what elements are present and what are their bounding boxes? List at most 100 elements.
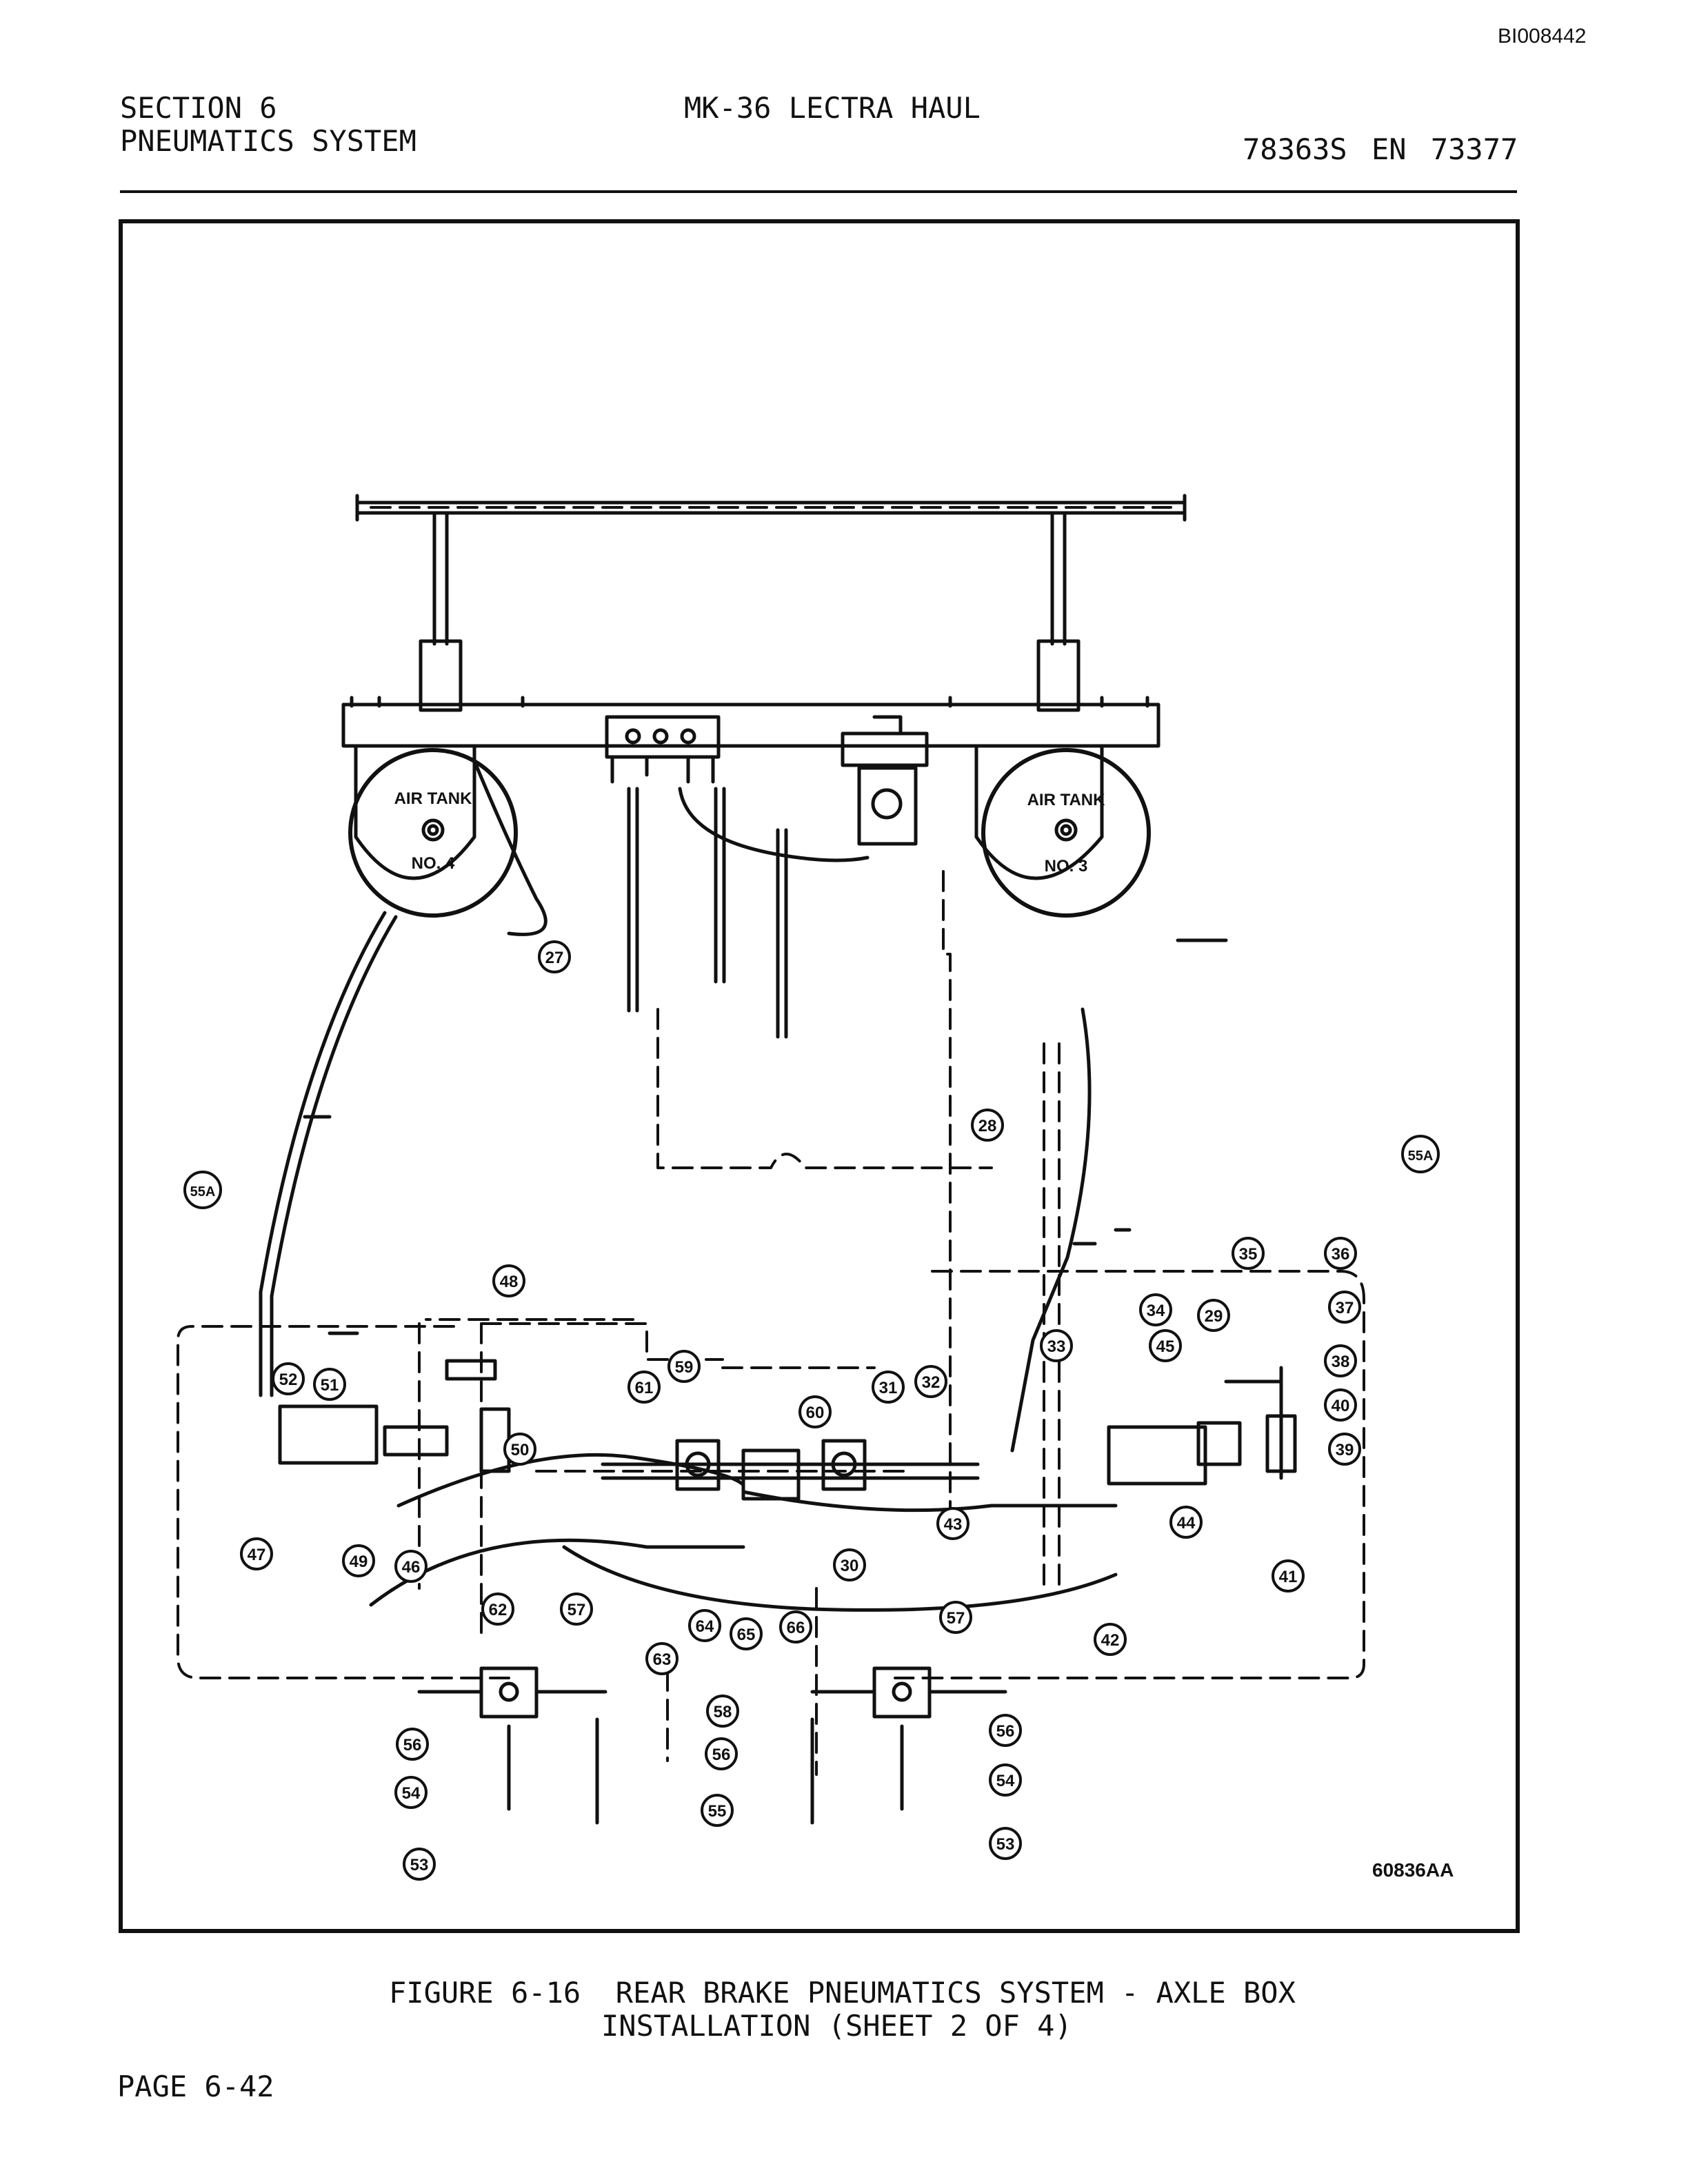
svg-text:56: 56 <box>996 1722 1015 1741</box>
tank4-left-hose <box>259 911 398 1397</box>
callout-62: 62 <box>481 1593 514 1626</box>
callout-64: 64 <box>688 1609 721 1642</box>
svg-text:42: 42 <box>1101 1631 1120 1650</box>
callout-39: 39 <box>1328 1433 1361 1466</box>
callout-59: 59 <box>667 1350 701 1383</box>
callout-29: 29 <box>1197 1299 1230 1332</box>
svg-text:59: 59 <box>675 1358 694 1377</box>
callout-56: 56 <box>989 1714 1022 1747</box>
svg-text:44: 44 <box>1177 1514 1196 1533</box>
hose-27 <box>627 787 639 1013</box>
tank4-hose <box>472 759 547 936</box>
svg-text:57: 57 <box>947 1609 965 1628</box>
svg-text:28: 28 <box>978 1117 997 1135</box>
callout-63: 63 <box>645 1642 679 1675</box>
figure-caption-line2: INSTALLATION (SHEET 2 OF 4) <box>601 2009 1072 2043</box>
callout-42: 42 <box>1094 1623 1127 1656</box>
svg-text:57: 57 <box>567 1601 586 1619</box>
hose-62 <box>369 1538 745 1607</box>
callout-55: 55 <box>701 1794 734 1827</box>
callout-34: 34 <box>1139 1293 1172 1326</box>
document-id: BI008442 <box>1498 25 1587 48</box>
svg-text:47: 47 <box>248 1546 266 1564</box>
drawing-number: 60836AA <box>1372 1859 1454 1881</box>
svg-text:66: 66 <box>787 1619 805 1637</box>
svg-text:53: 53 <box>410 1856 429 1874</box>
svg-text:46: 46 <box>402 1558 421 1577</box>
right-post-sleeve <box>1036 639 1081 712</box>
callout-36: 36 <box>1324 1237 1357 1270</box>
svg-text:48: 48 <box>500 1273 519 1291</box>
callout-46: 46 <box>394 1550 428 1583</box>
crossmember <box>341 702 1160 748</box>
model-title: MK-36 LECTRA HAUL <box>684 91 981 125</box>
left-tank-strap <box>354 744 476 880</box>
hose-30 <box>562 1545 1118 1612</box>
svg-text:38: 38 <box>1332 1353 1350 1371</box>
svg-text:50: 50 <box>511 1441 530 1459</box>
callout-37: 37 <box>1328 1291 1361 1324</box>
svg-text:27: 27 <box>545 949 564 967</box>
callout-31: 31 <box>872 1371 905 1404</box>
callout-49: 49 <box>342 1544 375 1577</box>
callout-53: 53 <box>989 1827 1022 1860</box>
valve-right <box>1107 1425 1207 1486</box>
svg-text:55A: 55A <box>1408 1149 1434 1164</box>
svg-text:62: 62 <box>489 1601 508 1619</box>
svg-text:64: 64 <box>696 1617 714 1636</box>
svg-text:29: 29 <box>1205 1307 1223 1326</box>
left-post <box>432 511 449 646</box>
callout-43: 43 <box>936 1507 969 1540</box>
svg-text:40: 40 <box>1332 1397 1350 1415</box>
callout-40: 40 <box>1324 1388 1357 1422</box>
header-rule <box>120 190 1517 193</box>
svg-text:37: 37 <box>1336 1299 1354 1317</box>
svg-text:30: 30 <box>841 1557 859 1575</box>
callout-48: 48 <box>492 1264 525 1297</box>
callout-28: 28 <box>971 1109 1004 1142</box>
svg-text:52: 52 <box>279 1371 298 1389</box>
svg-text:45: 45 <box>1156 1337 1175 1356</box>
relay-valve-bracket <box>841 731 929 767</box>
svg-text:61: 61 <box>635 1379 654 1397</box>
pneumatics-diagram: AIR TANK NO. 4 AIR TANK NO. 3 2728293031… <box>177 494 1454 1881</box>
callout-55a: 55A <box>1401 1135 1440 1173</box>
callout-51: 51 <box>313 1368 346 1401</box>
svg-text:36: 36 <box>1332 1245 1350 1264</box>
svg-text:53: 53 <box>996 1835 1015 1854</box>
section-title: PNEUMATICS SYSTEM <box>120 124 416 158</box>
callout-65: 65 <box>730 1617 763 1650</box>
callout-56: 56 <box>705 1737 738 1770</box>
callout-54: 54 <box>394 1776 428 1809</box>
svg-text:63: 63 <box>653 1650 672 1669</box>
air-tank-no3 <box>981 748 1151 918</box>
callout-57: 57 <box>560 1593 593 1626</box>
callout-52: 52 <box>272 1362 305 1395</box>
callout-30: 30 <box>833 1548 866 1581</box>
svg-text:54: 54 <box>996 1772 1015 1790</box>
svg-text:56: 56 <box>712 1746 731 1764</box>
svg-text:60: 60 <box>806 1404 825 1422</box>
svg-text:55A: 55A <box>190 1184 216 1200</box>
svg-text:35: 35 <box>1239 1245 1258 1264</box>
callout-61: 61 <box>627 1371 661 1404</box>
callout-54: 54 <box>989 1763 1022 1797</box>
callout-44: 44 <box>1169 1506 1203 1539</box>
hose-46 <box>396 1453 745 1508</box>
valve-left <box>278 1404 379 1465</box>
left-post-sleeve <box>419 639 463 712</box>
page-number: PAGE 6-42 <box>117 2070 274 2103</box>
callout-53: 53 <box>403 1848 436 1881</box>
svg-text:33: 33 <box>1047 1337 1066 1356</box>
svg-text:41: 41 <box>1279 1568 1298 1586</box>
callout-57: 57 <box>939 1601 972 1634</box>
callout-55a: 55A <box>183 1171 222 1209</box>
svg-text:39: 39 <box>1336 1441 1354 1459</box>
svg-text:31: 31 <box>879 1379 898 1397</box>
callout-35: 35 <box>1232 1237 1265 1270</box>
svg-text:56: 56 <box>403 1736 422 1755</box>
tank-right-title: AIR TANK <box>1027 791 1106 809</box>
center-cross-fitting <box>741 1448 801 1501</box>
